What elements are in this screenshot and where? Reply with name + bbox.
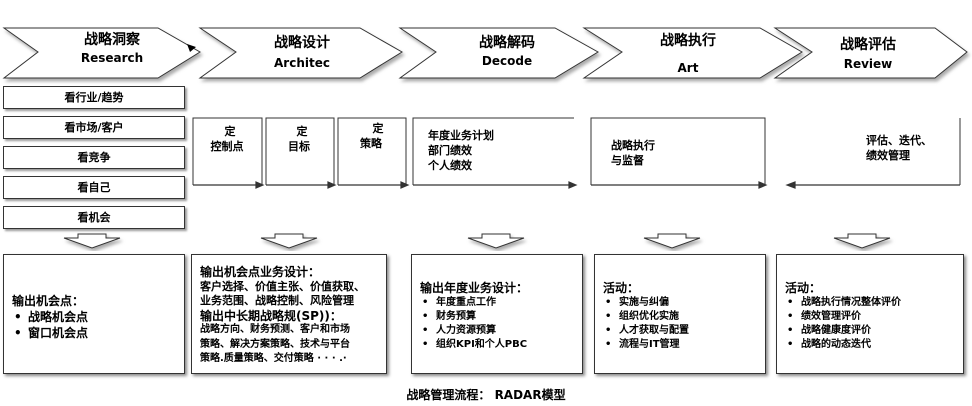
output-box-review: 活动： 战略执行情况整体评价 绩效管理评价 战略健康度评价 战略的动态迭代 <box>776 254 964 374</box>
stage-subtitle-decode: Decode <box>481 54 533 68</box>
design-step-box-2 <box>265 117 335 185</box>
box5-title: 活动： <box>785 281 822 295</box>
down-arrow-3 <box>467 233 525 249</box>
review-text: 评估、迭代、 绩效管理 <box>866 134 932 162</box>
box2-line: 策略、解决方案策略、技术与平台 <box>200 338 350 350</box>
box2-line: 输出机会点业务设计： <box>200 265 321 279</box>
box2-line: 战略方向、财务预测、客户和市场 <box>200 324 350 335</box>
design-step-3: 定 策略 <box>360 122 384 150</box>
box2-line: 业务范围、战略控制、风险管理 <box>200 294 354 307</box>
stage-subtitle-art: Art <box>677 61 699 75</box>
research-item-market: 看市场/客户 <box>3 116 185 139</box>
design-step-1: 定 控制点 <box>210 125 244 153</box>
output-box-research: 输出机会点： 战略机会点 窗口机会点 <box>3 254 185 374</box>
list-item: 组织优化实施 <box>603 310 689 324</box>
list-item: 战略的动态迭代 <box>785 338 901 352</box>
research-item-self: 看自己 <box>3 176 185 199</box>
research-item-industry: 看行业/趋势 <box>3 86 185 109</box>
box1-list: 战略机会点 窗口机会点 <box>12 309 88 341</box>
list-item: 年度重点工作 <box>420 296 528 310</box>
box3-list: 年度重点工作 财务预算 人力资源预算 组织KPI和个人PBC <box>420 296 528 352</box>
down-arrow-1 <box>63 233 121 249</box>
down-arrow-5 <box>833 233 891 249</box>
list-item: 实施与纠偏 <box>603 296 689 310</box>
box4-list: 实施与纠偏 组织优化实施 人才获取与配置 流程与IT管理 <box>603 296 689 352</box>
stage-subtitle-review: Review <box>843 57 893 71</box>
design-step-box-3 <box>337 117 407 185</box>
list-item: 流程与IT管理 <box>603 338 689 352</box>
down-arrow-2 <box>260 233 318 249</box>
stage-subtitle-architec: Architec <box>274 56 330 70</box>
stage-title-research: 战略洞察 <box>84 32 140 48</box>
decode-box <box>412 117 574 185</box>
box4-title: 活动： <box>603 281 640 295</box>
stage-title-review: 战略评估 <box>840 37 896 53</box>
list-item: 人才获取与配置 <box>603 324 689 338</box>
design-step-box-1 <box>192 117 263 185</box>
list-item: 绩效管理评价 <box>785 310 901 324</box>
chevron-research <box>2 27 201 79</box>
list-item: 人力资源预算 <box>420 324 528 338</box>
stage-subtitle-research: Research <box>80 51 144 65</box>
box2-line: 输出中长期战略规(SP))： <box>200 308 342 323</box>
research-item-opportunity: 看机会 <box>3 206 185 229</box>
box1-title: 输出机会点： <box>12 294 85 308</box>
stage-title-decode: 战略解码 <box>479 35 535 51</box>
research-item-competition: 看竞争 <box>3 146 185 169</box>
design-step-2: 定 目标 <box>288 125 310 153</box>
output-box-design: 输出机会点业务设计： 客户选择、价值主张、价值获取、 业务范围、战略控制、风险管… <box>191 254 387 374</box>
list-item: 财务预算 <box>420 310 528 324</box>
stage-title-architec: 战略设计 <box>274 35 330 51</box>
output-box-decode: 输出年度业务设计： 年度重点工作 财务预算 人力资源预算 组织KPI和个人PBC <box>411 254 583 374</box>
box2-line: 客户选择、价值主张、价值获取、 <box>200 279 365 293</box>
down-arrow-4 <box>643 233 701 249</box>
box5-list: 战略执行情况整体评价 绩效管理评价 战略健康度评价 战略的动态迭代 <box>785 296 901 352</box>
chevron-architec <box>198 27 403 79</box>
decode-text: 年度业务计划 部门绩效 个人绩效 <box>428 129 494 172</box>
list-item: 战略健康度评价 <box>785 324 901 338</box>
diagram-caption: 战略管理流程： RADAR模型 <box>406 388 566 402</box>
list-item: 组织KPI和个人PBC <box>420 338 528 352</box>
box2-line: 策略.质量策略、交付策略 · · · .· <box>200 353 347 364</box>
execute-box <box>590 117 766 185</box>
execute-text: 战略执行 与监督 <box>611 139 655 167</box>
box3-title: 输出年度业务设计： <box>420 281 529 295</box>
stage-title-art: 战略执行 <box>660 33 716 49</box>
arrow-marker <box>187 44 196 52</box>
list-item: 战略机会点 <box>12 309 88 325</box>
chevron-art <box>582 27 803 79</box>
chevron-decode <box>398 27 599 79</box>
list-item: 窗口机会点 <box>12 325 88 341</box>
output-box-execute: 活动： 实施与纠偏 组织优化实施 人才获取与配置 流程与IT管理 <box>594 254 766 374</box>
chevron-review <box>773 27 968 79</box>
list-item: 战略执行情况整体评价 <box>785 296 901 310</box>
